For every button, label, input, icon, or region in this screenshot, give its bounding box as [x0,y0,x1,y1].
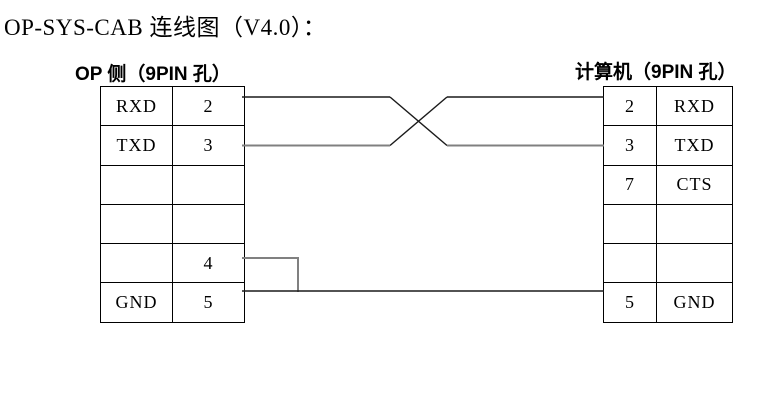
signal-cell: RXD [656,85,733,127]
right-connector-header: 计算机（9PIN 孔） [575,62,737,83]
pin-cell: 2 [603,85,657,127]
pin-cell: 3 [603,125,657,166]
connector-row: GND 5 [100,282,245,323]
signal-cell: RXD [100,85,173,127]
pin-cell: 2 [172,85,245,127]
signal-cell [100,203,173,245]
connector-row [100,164,245,205]
wire-pin4-jumper [242,257,299,292]
pin-cell: 5 [603,282,657,323]
pin-cell [172,164,245,205]
connector-row: 7 CTS [603,164,733,205]
connector-row: TXD 3 [100,125,245,166]
left-connector-header: OP 侧（9PIN 孔） [75,64,231,85]
pin-cell [603,243,657,284]
connector-row [100,203,245,245]
pin-cell [603,203,657,245]
right-connector-table: 2 RXD 3 TXD 7 CTS 5 GND [603,85,733,323]
signal-cell [656,243,733,284]
signal-cell [656,203,733,245]
pin-cell: 4 [172,243,245,284]
connector-row [603,203,733,245]
connector-row: 2 RXD [603,85,733,127]
connector-row: 5 GND [603,282,733,323]
signal-cell: CTS [656,164,733,205]
signal-cell: TXD [100,125,173,166]
pin-cell [172,203,245,245]
signal-cell: GND [100,282,173,323]
pin-cell: 3 [172,125,245,166]
signal-cell: GND [656,282,733,323]
signal-cell [100,243,173,284]
left-connector-table: RXD 2 TXD 3 4 GND 5 [100,85,245,323]
connector-row: 4 [100,243,245,284]
wire-cross-up-diagonal [389,96,448,147]
signal-cell: TXD [656,125,733,166]
signal-cell [100,164,173,205]
wire-cross-down-diagonal [389,96,448,147]
pin-cell: 7 [603,164,657,205]
page-title: OP-SYS-CAB 连线图（V4.0）： [4,15,327,40]
connector-row: 3 TXD [603,125,733,166]
connector-row [603,243,733,284]
pin-cell: 5 [172,282,245,323]
connector-row: RXD 2 [100,85,245,127]
